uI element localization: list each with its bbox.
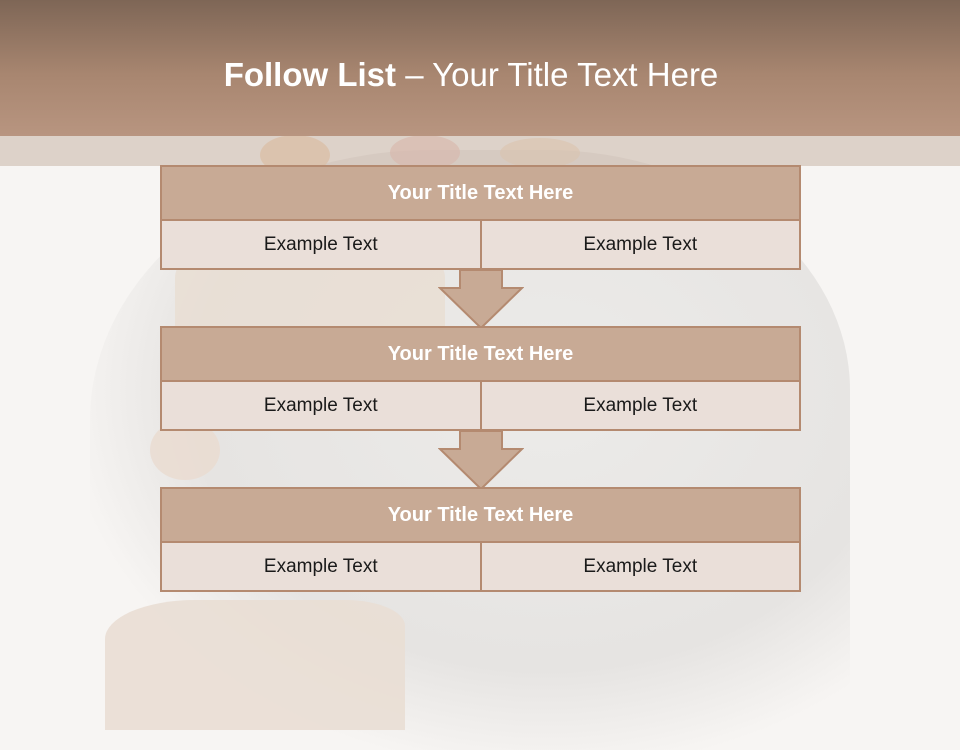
step-block-2: Your Title Text Here Example Text Exampl…	[160, 326, 801, 431]
slide-title-bold: Follow List	[223, 56, 397, 93]
down-arrow-icon	[438, 431, 524, 491]
down-arrow-icon	[438, 270, 524, 330]
step-cell-right: Example Text	[481, 543, 801, 592]
step-row: Example Text Example Text	[160, 221, 801, 270]
step-title: Your Title Text Here	[160, 165, 801, 221]
step-cell-right: Example Text	[481, 382, 801, 431]
step-block-1: Your Title Text Here Example Text Exampl…	[160, 165, 801, 270]
step-cell-left: Example Text	[160, 382, 482, 431]
step-block-3: Your Title Text Here Example Text Exampl…	[160, 487, 801, 592]
step-cell-right: Example Text	[481, 221, 801, 270]
step-title: Your Title Text Here	[160, 326, 801, 382]
slide-title: Follow List – Your Title Text Here	[0, 56, 942, 94]
background-bag-bottom	[105, 600, 405, 730]
step-title: Your Title Text Here	[160, 487, 801, 543]
step-cell-left: Example Text	[160, 221, 482, 270]
step-row: Example Text Example Text	[160, 382, 801, 431]
header-band	[0, 0, 960, 136]
slide-title-rest: – Your Title Text Here	[396, 56, 719, 93]
step-row: Example Text Example Text	[160, 543, 801, 592]
step-cell-left: Example Text	[160, 543, 482, 592]
header-strip	[0, 136, 960, 166]
